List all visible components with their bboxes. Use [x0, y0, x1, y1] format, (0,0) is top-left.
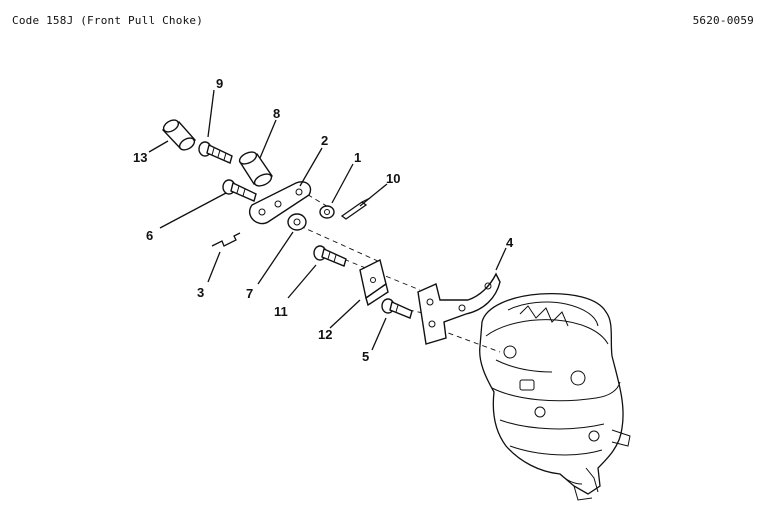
callout-13: 13	[133, 150, 147, 165]
part-9-bolt	[198, 141, 233, 164]
part-5-bolt	[381, 298, 413, 319]
callout-1: 1	[354, 150, 361, 165]
callout-9: 9	[216, 76, 223, 91]
diagram-title: Code 158J (Front Pull Choke)	[12, 14, 204, 27]
callout-7: 7	[246, 286, 253, 301]
callout-12: 12	[318, 327, 332, 342]
callout-8: 8	[273, 106, 280, 121]
callout-4: 4	[506, 235, 514, 250]
part-12-angle-bracket	[359, 258, 389, 307]
callout-10: 10	[386, 171, 400, 186]
drawing-number: 5620-0059	[692, 14, 754, 27]
part-4-mounting-bracket	[417, 272, 501, 345]
part-3-clip	[211, 232, 241, 247]
part-1-washer	[319, 205, 335, 219]
part-8-spacer	[238, 151, 274, 187]
part-11-bolt	[313, 245, 347, 267]
callout-11: 11	[274, 304, 288, 319]
callout-6: 6	[146, 228, 153, 243]
carburetor-body	[479, 292, 631, 501]
callout-3: 3	[197, 285, 204, 300]
callout-labels: 1 2 3 4 5 6 7 8 9 10 11 12 13	[133, 76, 514, 364]
callout-leaders	[148, 89, 507, 351]
part-13-sleeve	[161, 119, 197, 151]
part-7-washer	[287, 213, 307, 231]
callout-2: 2	[321, 133, 328, 148]
callout-5: 5	[362, 349, 369, 364]
part-6-bolt	[222, 179, 257, 202]
